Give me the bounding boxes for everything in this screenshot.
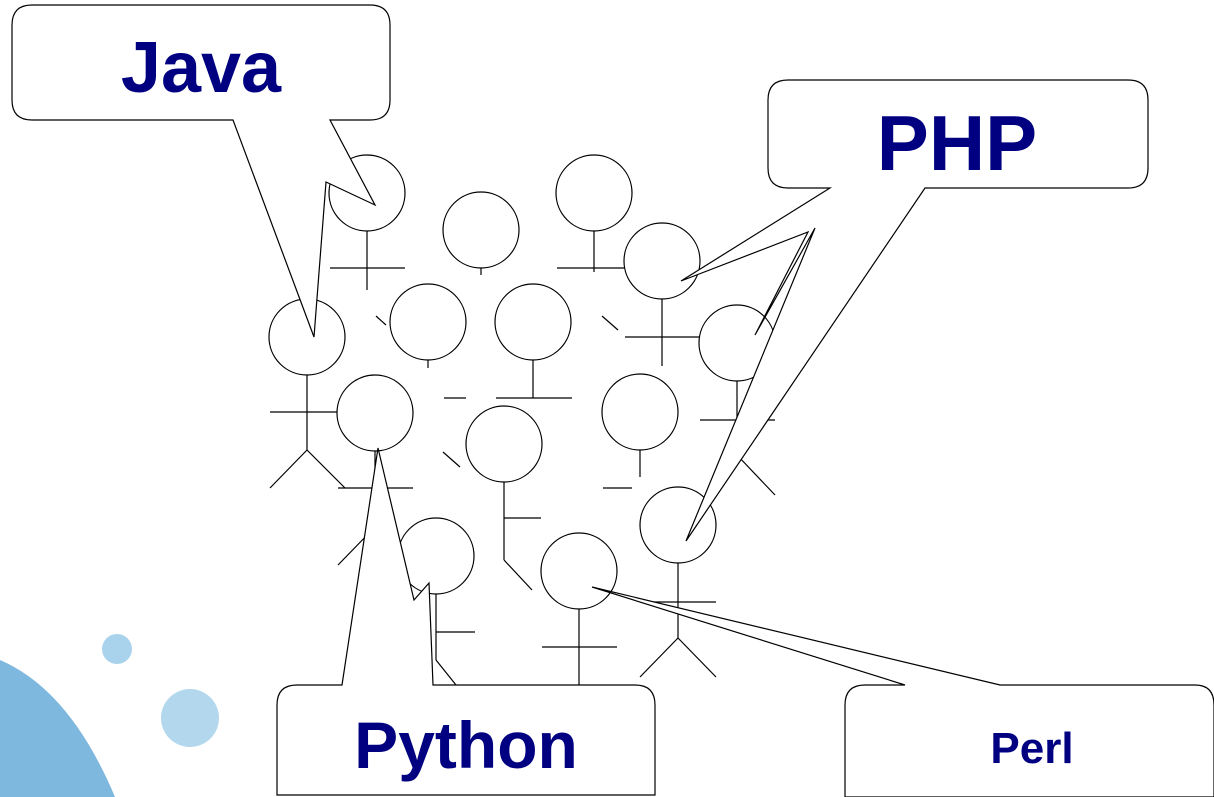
callout-python: Python [276, 447, 656, 796]
callout-java-bubble [11, 4, 391, 338]
person [465, 405, 543, 591]
callout-perl-label: Perl [990, 724, 1073, 773]
person [268, 298, 346, 489]
callout-python-label: Python [354, 708, 578, 782]
callout-php: PHP [680, 79, 1149, 542]
person [375, 283, 467, 368]
person [555, 154, 633, 272]
decorative-arc [0, 660, 115, 797]
callout-perl: Perl [591, 586, 1214, 797]
people-crowd [268, 154, 776, 691]
person [442, 191, 520, 275]
person [601, 373, 679, 489]
person [444, 283, 572, 399]
callout-java: Java [11, 4, 391, 338]
person [601, 222, 701, 366]
person [639, 486, 717, 678]
callout-perl-bubble [591, 586, 1214, 797]
decorative-background [0, 634, 219, 797]
person [540, 532, 618, 690]
callout-php-bubble [680, 79, 1149, 542]
callout-java-label: Java [121, 28, 282, 108]
decorative-bubble-small [102, 634, 132, 664]
callout-python-bubble [276, 447, 656, 796]
callout-php-label: PHP [877, 99, 1037, 187]
decorative-bubble-large [161, 689, 219, 747]
